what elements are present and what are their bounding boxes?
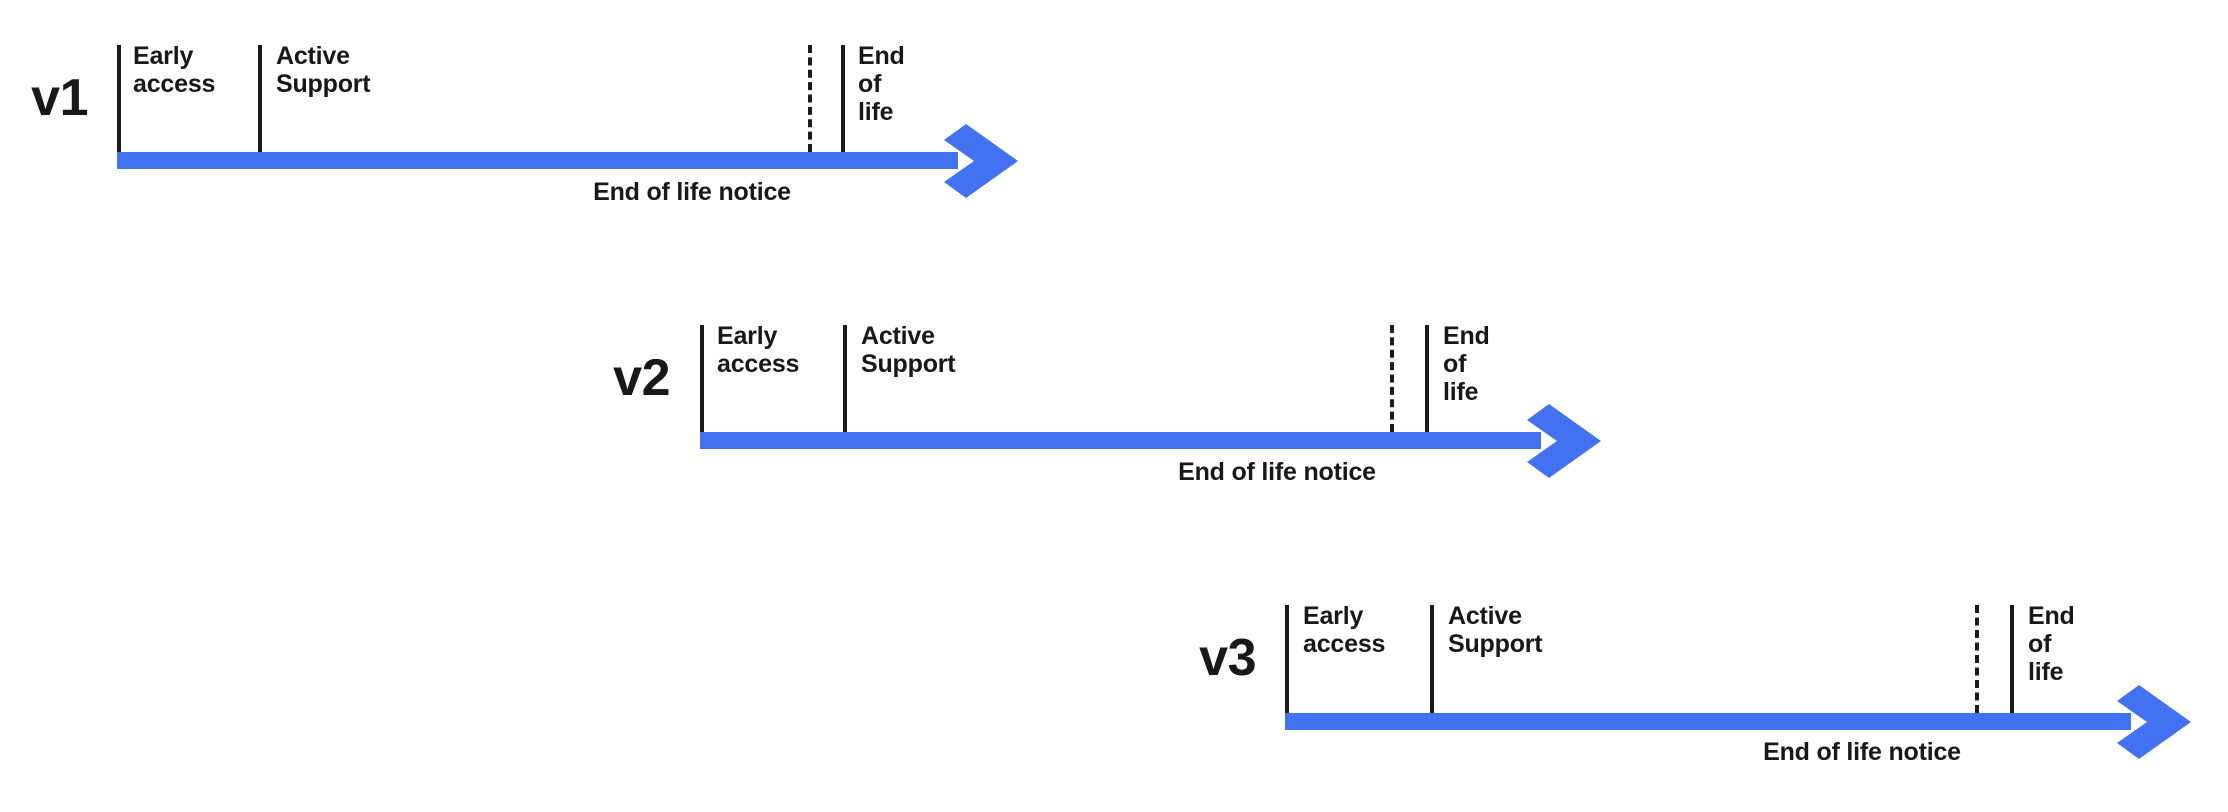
- phase-label-end-of-life-v1: End of life: [858, 42, 905, 126]
- notice-label-v2: End of life notice: [1178, 458, 1376, 486]
- timeline-tick-solid-v2-1: [843, 325, 847, 432]
- phase-label-early-access-v2: Early access: [717, 322, 800, 378]
- timeline-tick-dashed-v1-2: [808, 45, 812, 152]
- version-label-v3: v3: [1199, 629, 1256, 687]
- phase-label-end-of-life-v2: End of life: [1443, 322, 1490, 406]
- phase-label-active-support-v1: Active Support: [276, 42, 371, 98]
- timeline-bar-v2: [700, 432, 1541, 449]
- timeline-bar-v1: [117, 152, 958, 169]
- phase-label-early-access-v3: Early access: [1303, 602, 1386, 658]
- timeline-arrowhead-v3: [2109, 684, 2191, 759]
- timeline-tick-solid-v2-3: [1425, 325, 1429, 432]
- timeline-tick-solid-v3-0: [1285, 605, 1289, 713]
- timeline-arrowhead-v2: [1519, 403, 1601, 478]
- notice-label-v1: End of life notice: [593, 178, 791, 206]
- timeline-arrowhead-v1: [936, 123, 1018, 198]
- timeline-tick-solid-v2-0: [700, 325, 704, 432]
- version-label-v2: v2: [613, 349, 670, 407]
- timeline-tick-dashed-v2-2: [1390, 325, 1394, 432]
- phase-label-end-of-life-v3: End of life: [2028, 602, 2075, 686]
- timeline-tick-solid-v3-1: [1430, 605, 1434, 713]
- version-label-v1: v1: [31, 69, 88, 127]
- timeline-tick-solid-v3-3: [2010, 605, 2014, 713]
- timeline-tick-dashed-v3-2: [1975, 605, 1979, 713]
- timeline-tick-solid-v1-1: [258, 45, 262, 152]
- timeline-tick-solid-v1-3: [841, 45, 845, 152]
- phase-label-active-support-v2: Active Support: [861, 322, 956, 378]
- notice-label-v3: End of life notice: [1763, 738, 1961, 766]
- phase-label-active-support-v3: Active Support: [1448, 602, 1543, 658]
- timeline-tick-solid-v1-0: [117, 45, 121, 152]
- timeline-bar-v3: [1285, 713, 2131, 730]
- phase-label-early-access-v1: Early access: [133, 42, 216, 98]
